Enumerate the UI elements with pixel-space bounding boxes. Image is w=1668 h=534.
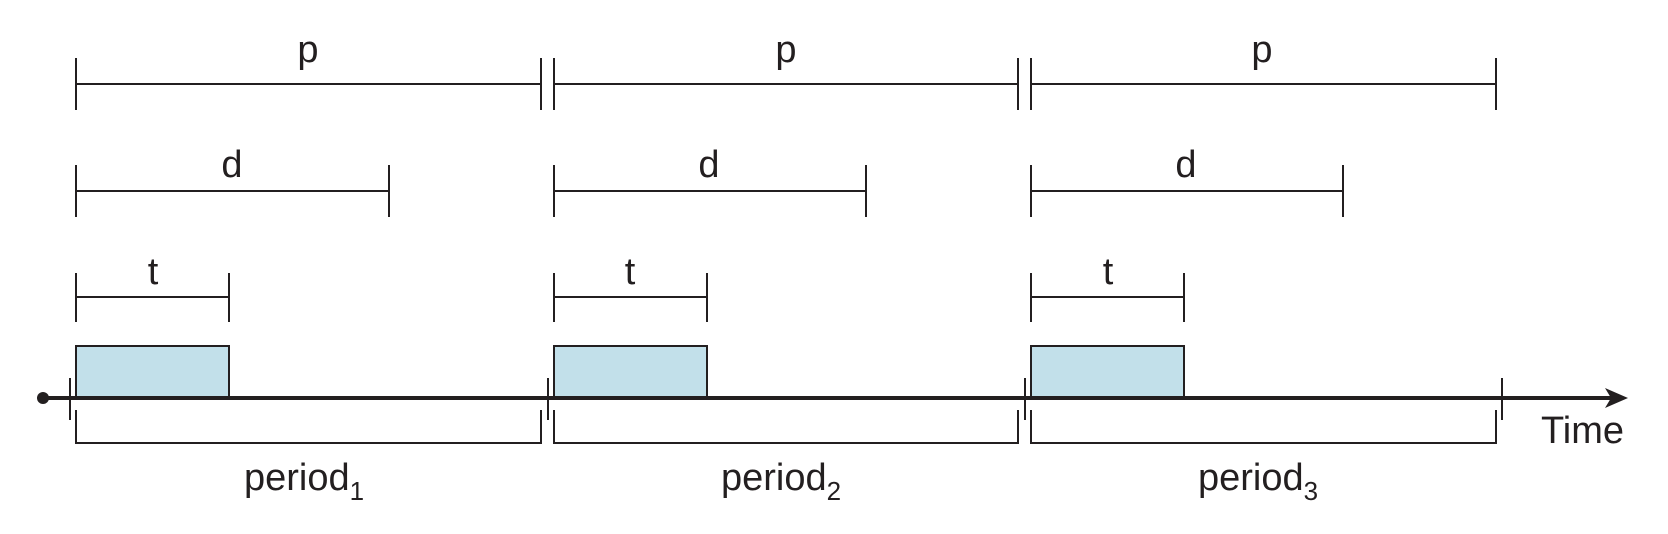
p-label-3: p — [1251, 29, 1272, 71]
p-span-1: p — [75, 29, 542, 110]
t-label-1: t — [148, 251, 159, 293]
period-label-3: period3 — [1198, 457, 1318, 506]
cpu-burst-3 — [1030, 345, 1185, 399]
d-span-1: d — [75, 144, 390, 217]
d-label-1: d — [221, 144, 242, 186]
period-bracket-1: period1 — [75, 410, 542, 506]
cpu-burst-2 — [553, 345, 708, 399]
period-1-group: p d t period1 — [75, 29, 542, 506]
t-label-3: t — [1103, 251, 1114, 293]
d-span-3: d — [1030, 144, 1344, 217]
p-span-3: p — [1030, 29, 1497, 110]
p-label-1: p — [297, 29, 318, 71]
p-label-2: p — [775, 29, 796, 71]
d-label-3: d — [1175, 144, 1196, 186]
t-label-2: t — [625, 251, 636, 293]
period-label-1: period1 — [244, 457, 364, 506]
period-3-group: p d t period3 — [1030, 29, 1497, 506]
t-span-3: t — [1030, 251, 1185, 322]
t-span-2: t — [553, 251, 708, 322]
p-span-2: p — [553, 29, 1019, 110]
d-label-2: d — [698, 144, 719, 186]
period-label-2: period2 — [721, 457, 841, 506]
period-bracket-3: period3 — [1030, 410, 1497, 506]
axis-arrowhead — [1605, 388, 1628, 408]
period-bracket-2: period2 — [553, 410, 1019, 506]
d-span-2: d — [553, 144, 867, 217]
time-axis: Time — [37, 378, 1628, 452]
cpu-burst-1 — [75, 345, 230, 399]
time-axis-label: Time — [1541, 410, 1624, 452]
t-span-1: t — [75, 251, 230, 322]
period-2-group: p d t period2 — [553, 29, 1019, 506]
